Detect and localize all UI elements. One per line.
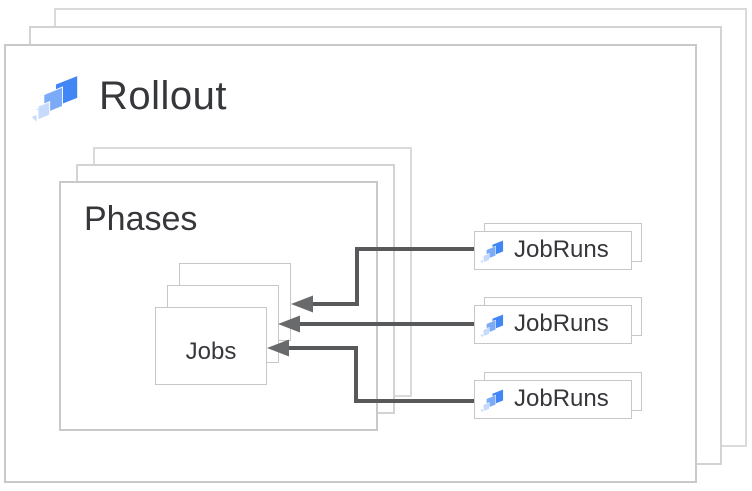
jobruns-3-card: JobRuns xyxy=(474,380,632,419)
jobruns-label: JobRuns xyxy=(514,235,609,263)
jobs-card: Jobs xyxy=(155,307,267,385)
jobs-label: Jobs xyxy=(185,338,237,365)
jobruns-label: JobRuns xyxy=(514,384,609,412)
cloud-deploy-icon xyxy=(480,239,504,264)
cloud-deploy-icon xyxy=(480,313,504,338)
phases-label: Phases xyxy=(84,200,198,238)
rollout-title: Rollout xyxy=(99,74,228,118)
jobruns-2-card: JobRuns xyxy=(474,305,632,344)
jobruns-label: JobRuns xyxy=(514,309,609,337)
jobruns-1-card: JobRuns xyxy=(474,231,632,270)
cloud-deploy-icon xyxy=(31,74,79,124)
cloud-deploy-icon xyxy=(480,388,504,413)
